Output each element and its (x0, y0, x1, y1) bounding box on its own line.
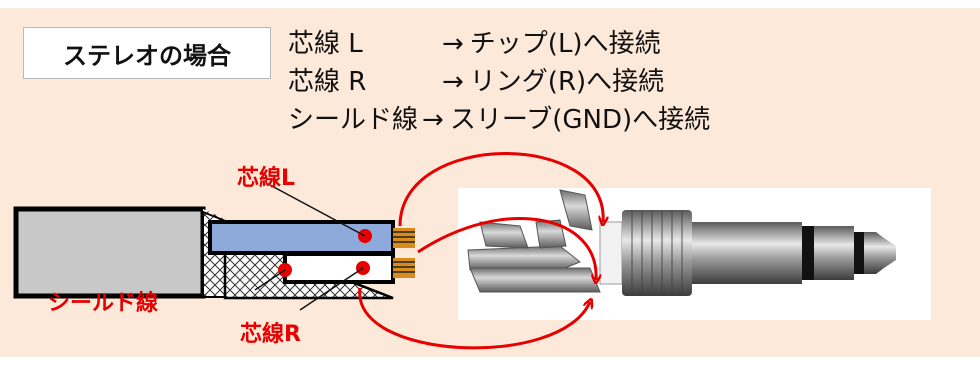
wiring-target-label: スリーブ(GND)へ接続 (449, 105, 711, 135)
wiring-core-label: 芯線 R (288, 67, 367, 97)
shield-label: シールド線 (48, 291, 159, 316)
phone-plug (467, 189, 896, 296)
wiring-core-label: 芯線 L (288, 29, 363, 59)
right-arrow-icon: → (442, 29, 464, 59)
right-arrow-icon: → (422, 105, 444, 135)
wiring-core-label: シールド線 (288, 105, 419, 135)
wiring-instructions: 芯線 L→チップ(L)へ接続 芯線 R→リング(R)へ接続 シールド線→スリーブ… (288, 25, 710, 139)
shield-arrow (358, 287, 590, 350)
core-l-label: 芯線L (237, 166, 296, 191)
wiring-row-shield: シールド線→スリーブ(GND)へ接続 (288, 101, 710, 139)
core-r-strands (393, 261, 415, 273)
core-l-arrow (398, 152, 603, 226)
right-arrow-icon: → (442, 67, 464, 97)
core-l-conductor (393, 228, 415, 248)
core-r-label: 芯線R (240, 322, 301, 347)
core-l-leader (269, 184, 366, 237)
shield-leader (254, 269, 286, 291)
core-r-arrow (417, 217, 596, 280)
wiring-row-core-l: 芯線 L →チップ(L)へ接続 (288, 25, 710, 63)
core-r-leader (299, 267, 364, 311)
heading-box: ステレオの場合 (23, 27, 271, 79)
core-r-wire (283, 252, 395, 284)
wiring-target-label: チップ(L)へ接続 (469, 29, 661, 59)
core-r-conductor (393, 258, 415, 278)
heading-text: ステレオの場合 (63, 41, 231, 70)
core-l-strands (393, 231, 415, 243)
wiring-row-core-r: 芯線 R →リング(R)へ接続 (288, 63, 710, 101)
wiring-target-label: リング(R)へ接続 (469, 67, 665, 97)
cable-jacket (13, 206, 206, 299)
